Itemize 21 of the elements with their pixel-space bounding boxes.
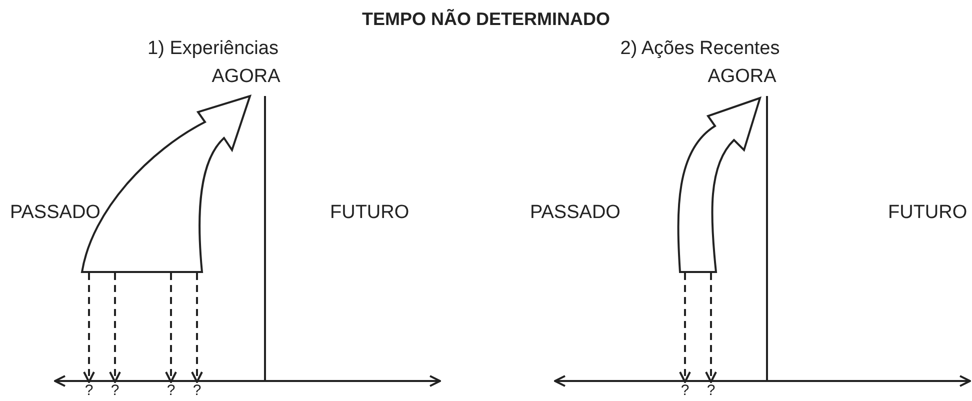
heading: 2) Ações Recentes (620, 38, 780, 60)
question-mark: ? (163, 383, 179, 399)
dashed-arrow (705, 273, 717, 383)
now-label: AGORA (212, 66, 280, 88)
heading: 1) Experiências (148, 38, 278, 60)
dashed-arrow (191, 273, 203, 383)
dashed-arrow (109, 273, 121, 383)
question-mark: ? (189, 383, 205, 399)
past-label: PASSADO (10, 202, 100, 224)
question-mark: ? (677, 383, 693, 399)
question-mark: ? (107, 383, 123, 399)
question-mark: ? (81, 383, 97, 399)
future-label: FUTURO (888, 202, 968, 224)
question-mark: ? (703, 383, 719, 399)
dashed-arrow (165, 273, 177, 383)
future-label: FUTURO (330, 202, 410, 224)
past-label: PASSADO (530, 202, 620, 224)
dashed-arrow (679, 273, 691, 383)
dashed-arrow (83, 273, 95, 383)
now-label: AGORA (708, 66, 776, 88)
title: TEMPO NÃO DETERMINADO (362, 8, 610, 30)
